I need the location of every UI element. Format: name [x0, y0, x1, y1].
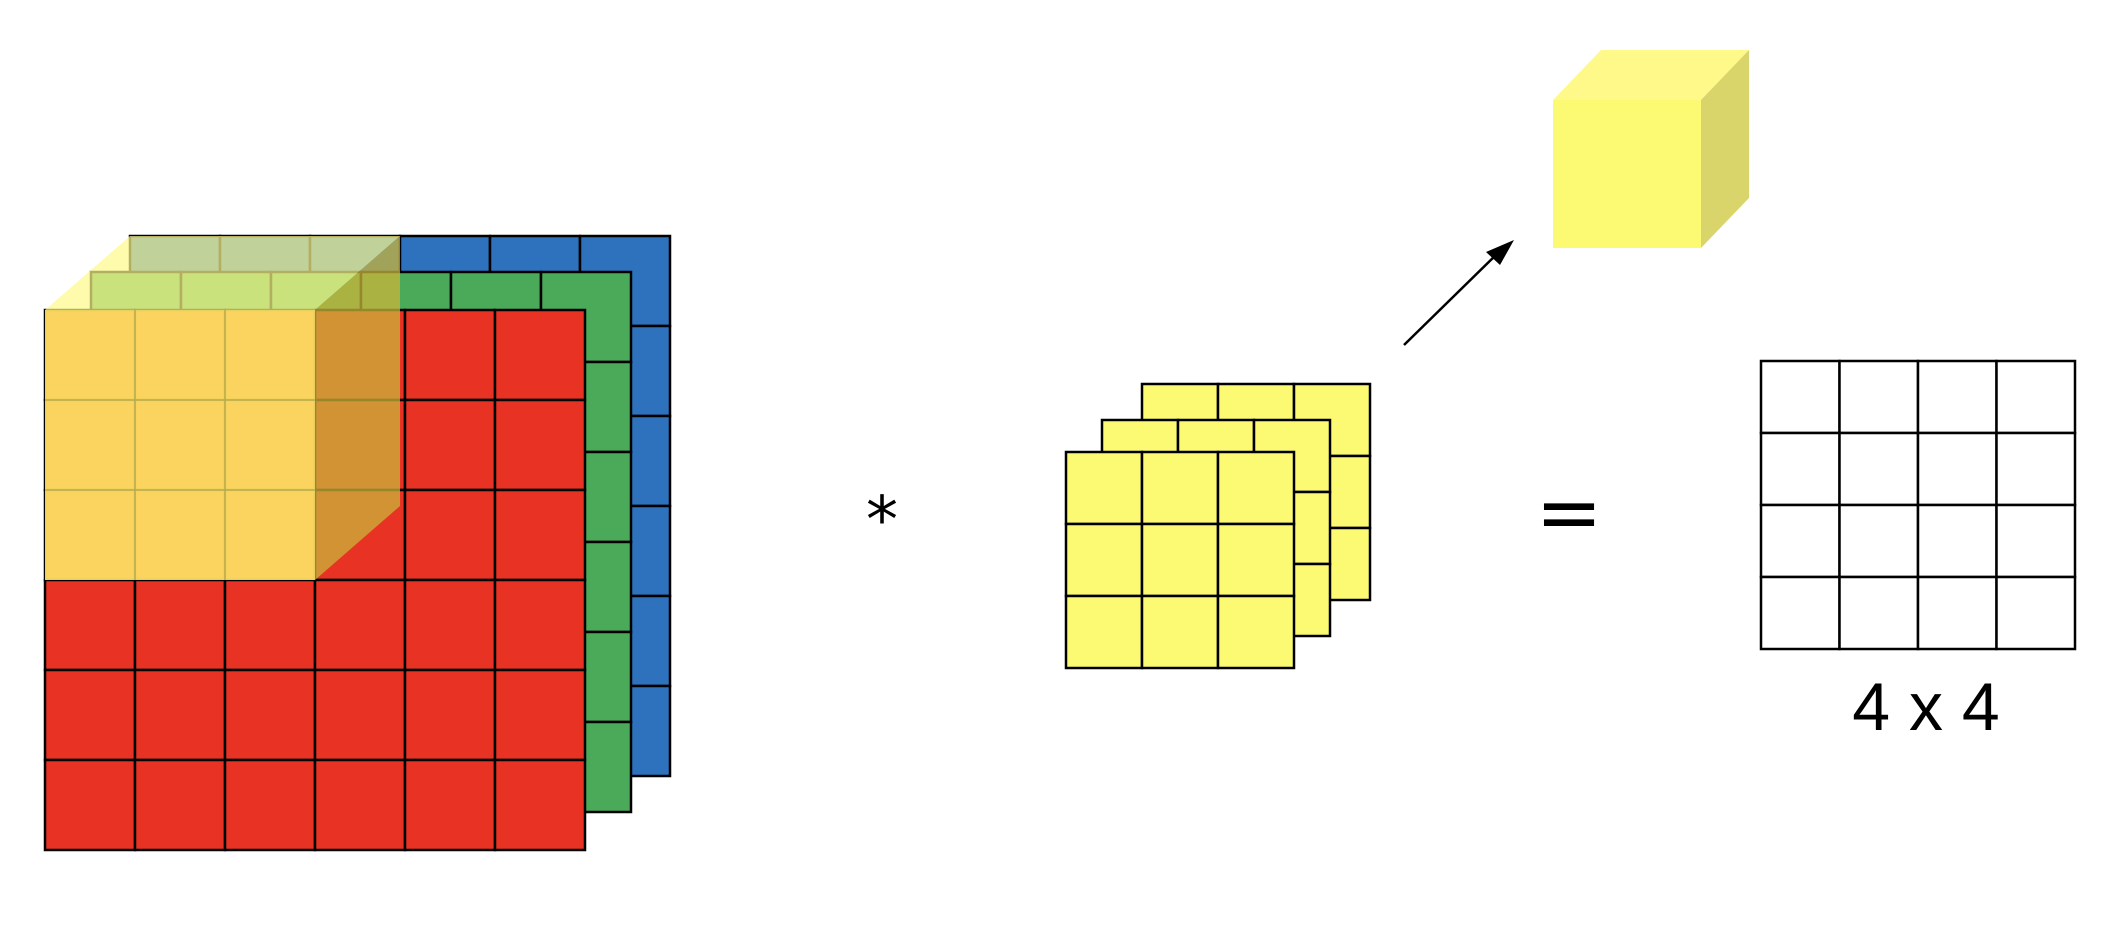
output-cell	[1759, 575, 1841, 651]
red-channel-cell	[493, 668, 587, 762]
red-channel-cell	[133, 578, 227, 672]
red-channel-cell	[403, 488, 497, 582]
red-channel-cell	[493, 488, 587, 582]
red-channel-cell	[43, 668, 137, 762]
filter-front-cell	[1140, 594, 1220, 670]
output-cell	[1838, 359, 1920, 435]
red-channel-cell	[403, 398, 497, 492]
filter-front-cell	[1064, 450, 1144, 526]
red-channel-cell	[133, 668, 227, 762]
receptive-field-overlay	[45, 236, 400, 580]
input-volume	[43, 234, 672, 852]
output-cell	[1838, 503, 1920, 579]
output-cell	[1916, 503, 1998, 579]
red-channel-cell	[403, 308, 497, 402]
output-cube-icon	[1553, 50, 1749, 248]
red-channel-cell	[493, 398, 587, 492]
filter-stack	[1064, 382, 1372, 670]
cube-front-face	[1553, 100, 1701, 248]
cube-top-face	[1553, 50, 1749, 100]
red-channel-cell	[493, 578, 587, 672]
filter-front-cell	[1064, 522, 1144, 598]
red-channel-cell	[313, 758, 407, 852]
red-channel-cell	[403, 758, 497, 852]
output-cell	[1838, 575, 1920, 651]
output-cell	[1916, 575, 1998, 651]
red-channel-cell	[223, 758, 317, 852]
filter-front-cell	[1064, 594, 1144, 670]
output-cell	[1759, 431, 1841, 507]
output-cell	[1995, 359, 2077, 435]
output-cell	[1995, 575, 2077, 651]
output-cell	[1916, 431, 1998, 507]
filter-front-cell	[1216, 450, 1296, 526]
red-channel-cell	[43, 578, 137, 672]
red-channel-cell	[493, 758, 587, 852]
equals-operator: =	[1535, 466, 1602, 559]
output-grid	[1759, 359, 2077, 651]
output-cell	[1838, 431, 1920, 507]
red-channel-cell	[223, 578, 317, 672]
filter-front-cell	[1216, 594, 1296, 670]
red-channel-cell	[313, 578, 407, 672]
red-channel-cell	[403, 578, 497, 672]
output-cell	[1995, 431, 2077, 507]
red-channel-cell	[133, 758, 227, 852]
red-channel-cell	[493, 308, 587, 402]
multiply-operator: *	[866, 484, 898, 558]
red-channel-cell	[223, 668, 317, 762]
receptive-field-top	[45, 236, 400, 310]
arrow-icon	[1403, 240, 1514, 346]
filter-front-cell	[1140, 522, 1220, 598]
cube-side-face	[1701, 50, 1749, 248]
receptive-field-front	[45, 310, 315, 580]
output-cell	[1995, 503, 2077, 579]
output-cell	[1759, 503, 1841, 579]
red-channel-cell	[43, 758, 137, 852]
red-channel-cell	[313, 668, 407, 762]
receptive-field-side	[315, 236, 400, 580]
output-cell	[1759, 359, 1841, 435]
filter-front-cell	[1216, 522, 1296, 598]
output-cell	[1916, 359, 1998, 435]
output-size-label: 4 x 4	[1852, 669, 1999, 745]
red-channel-cell	[403, 668, 497, 762]
filter-front-cell	[1140, 450, 1220, 526]
